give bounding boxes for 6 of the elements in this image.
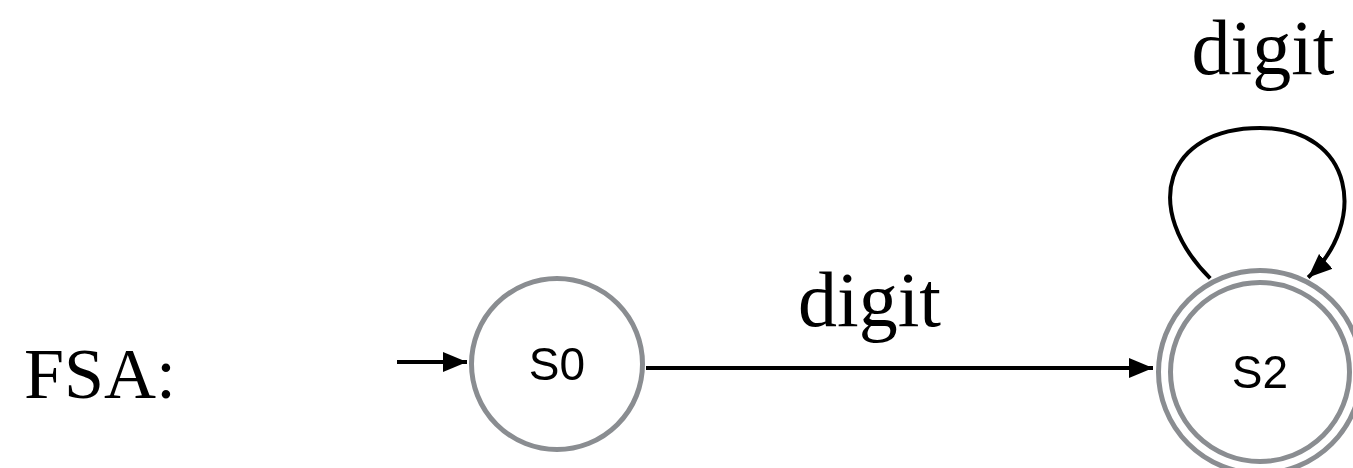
diagram-label: FSA: (24, 338, 177, 410)
state-name: S2 (1231, 349, 1289, 395)
self-loop-arrow (1168, 126, 1347, 280)
state-name: S0 (528, 341, 586, 387)
arrow (646, 358, 1153, 378)
start-arrow (397, 352, 467, 372)
